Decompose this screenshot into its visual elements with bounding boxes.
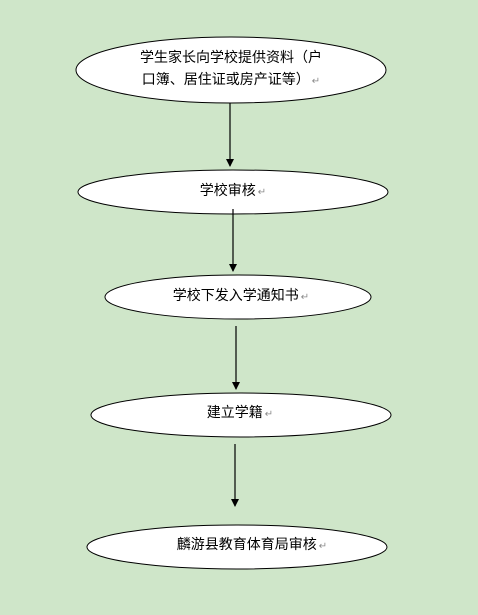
- step-3-line-1: 学校下发入学通知书: [172, 288, 299, 304]
- step-5-label: 麟游县教育体育局审核↵: [177, 534, 327, 558]
- step-3-ellipse: [104, 274, 372, 320]
- step-1-line-2: 口簿、居住证或房产证等）: [141, 72, 310, 88]
- paragraph-mark: ↵: [257, 187, 267, 198]
- step-2-label: 学校审核↵: [200, 180, 266, 204]
- step-4-label: 建立学籍↵: [207, 402, 273, 426]
- step-4-line-1: 建立学籍: [206, 405, 263, 421]
- step-4-ellipse: [90, 392, 392, 438]
- paragraph-mark: ↵: [311, 76, 321, 87]
- paragraph-mark: ↵: [318, 541, 328, 552]
- paragraph-mark: ↵: [264, 409, 274, 420]
- step-2-line-1: 学校审核: [199, 183, 256, 199]
- step-1-label: 学生家长向学校提供资料（户 口簿、居住证或房产证等）↵: [140, 47, 322, 93]
- step-5-ellipse: [86, 524, 388, 570]
- step-3-label: 学校下发入学通知书↵: [173, 285, 309, 309]
- step-5-line-1: 麟游县教育体育局审核: [176, 537, 317, 553]
- step-1-line-1: 学生家长向学校提供资料（户: [140, 50, 322, 66]
- paragraph-mark: ↵: [300, 292, 310, 303]
- step-1-ellipse: [75, 36, 387, 104]
